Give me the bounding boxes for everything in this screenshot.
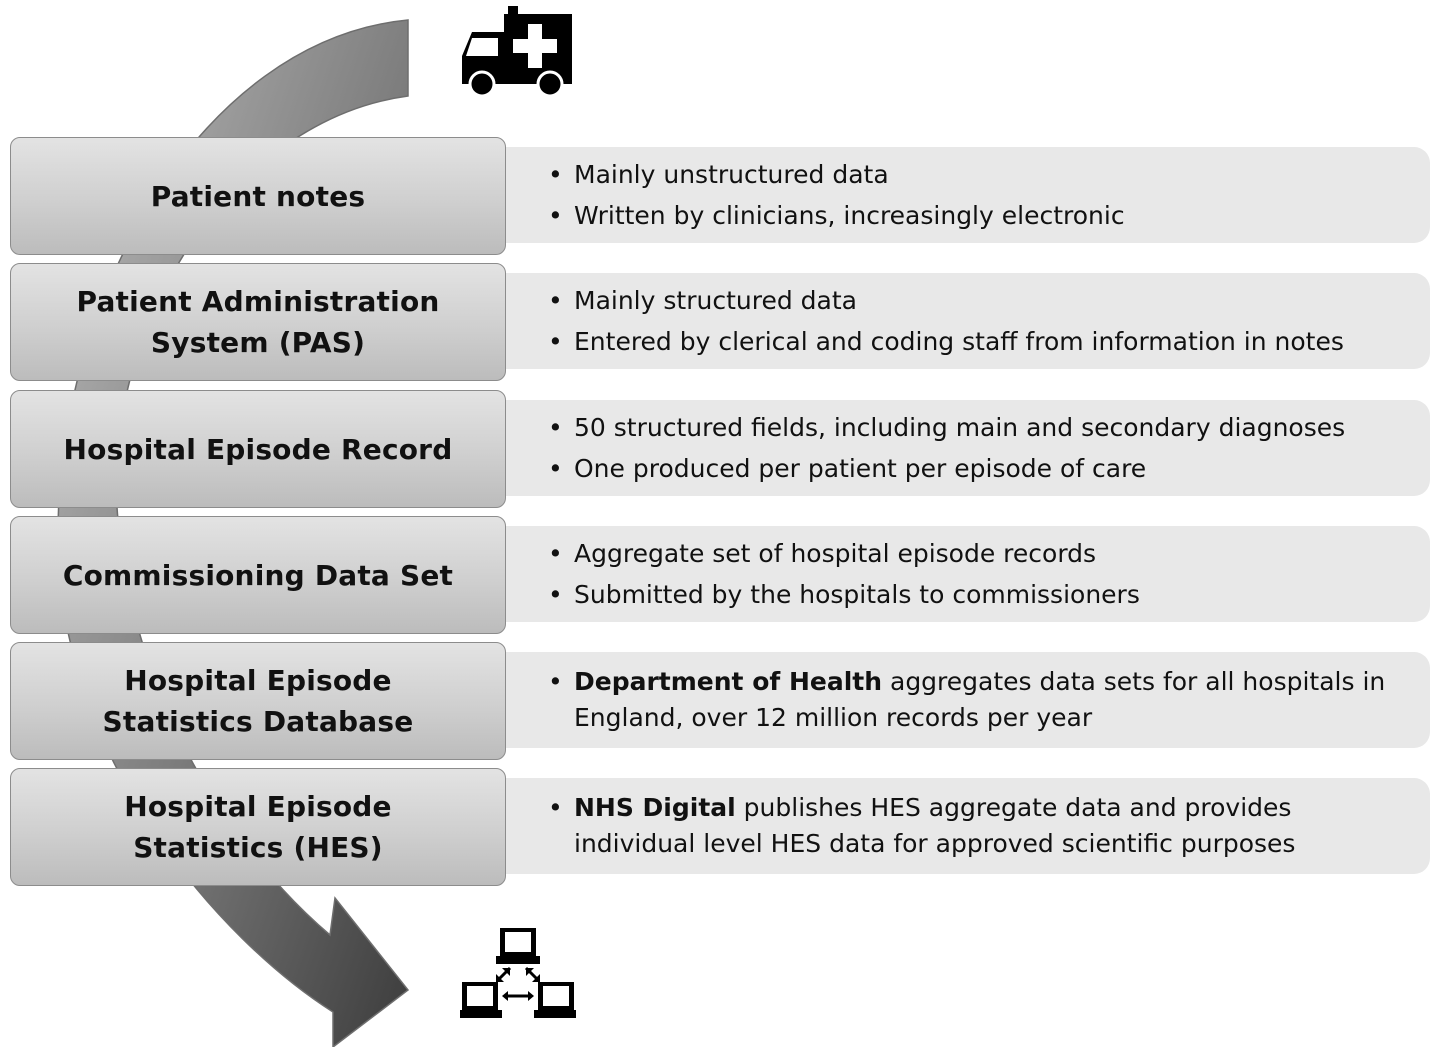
step-patient-administration-system: Patient Administration System (PAS) Main… (0, 263, 1434, 385)
bullet-text: Aggregate set of hospital episode record… (574, 539, 1097, 568)
step-description: Aggregate set of hospital episode record… (506, 526, 1430, 622)
bullet-item: Mainly structured data (548, 280, 1390, 321)
bullet-item: Department of Health aggregates data set… (548, 664, 1390, 736)
step-title-box: Hospital Episode Statistics Database (10, 642, 506, 760)
step-title-box: Hospital Episode Record (10, 390, 506, 508)
bullet-item: Entered by clerical and coding staff fro… (548, 321, 1390, 362)
ambulance-icon (462, 6, 572, 98)
step-hes-database: Hospital Episode Statistics Database Dep… (0, 642, 1434, 764)
bullet-lead-organisation: Department of Health (574, 667, 883, 696)
step-description: Department of Health aggregates data set… (506, 652, 1430, 748)
step-hospital-episode-record: Hospital Episode Record 50 structured fi… (0, 390, 1434, 512)
bullet-text: 50 structured fields, including main and… (574, 413, 1346, 442)
bullet-text: One produced per patient per episode of … (574, 454, 1147, 483)
bullet-lead-organisation: NHS Digital (574, 793, 736, 822)
step-hes: Hospital Episode Statistics (HES) NHS Di… (0, 768, 1434, 890)
step-title: Commissioning Data Set (62, 558, 454, 592)
step-description: 50 structured fields, including main and… (506, 400, 1430, 496)
bullet-text: Written by clinicians, increasingly elec… (574, 201, 1125, 230)
step-title: Hospital Episode Record (63, 432, 453, 466)
step-title: Hospital Episode Statistics (HES) (124, 790, 392, 864)
bullet-item: Mainly unstructured data (548, 154, 1390, 195)
step-title-box: Patient notes (10, 137, 506, 255)
bullet-text: publishes HES aggregate data and provide… (574, 793, 1296, 858)
step-description: Mainly structured data Entered by cleric… (506, 273, 1430, 369)
step-title-box: Hospital Episode Statistics (HES) (10, 768, 506, 886)
step-description: NHS Digital publishes HES aggregate data… (506, 778, 1430, 874)
bullet-text: Entered by clerical and coding staff fro… (574, 327, 1344, 356)
bullet-item: Submitted by the hospitals to commission… (548, 574, 1390, 615)
step-patient-notes: Patient notes Mainly unstructured data W… (0, 137, 1434, 259)
bullet-text: Mainly unstructured data (574, 160, 889, 189)
bullet-text: Submitted by the hospitals to commission… (574, 580, 1140, 609)
bullet-text: Mainly structured data (574, 286, 857, 315)
step-title-box: Commissioning Data Set (10, 516, 506, 634)
step-title: Hospital Episode Statistics Database (102, 664, 414, 738)
bullet-text: aggregates data sets for all hospitals i… (574, 667, 1386, 732)
step-commissioning-data-set: Commissioning Data Set Aggregate set of … (0, 516, 1434, 638)
bullet-item: Written by clinicians, increasingly elec… (548, 195, 1390, 236)
computer-network-icon (460, 928, 576, 1018)
step-description: Mainly unstructured data Written by clin… (506, 147, 1430, 243)
bullet-item: One produced per patient per episode of … (548, 448, 1390, 489)
bullet-item: 50 structured fields, including main and… (548, 407, 1390, 448)
step-title: Patient Administration System (PAS) (76, 285, 440, 359)
bullet-item: NHS Digital publishes HES aggregate data… (548, 790, 1390, 862)
step-title: Patient notes (150, 179, 366, 213)
step-title-box: Patient Administration System (PAS) (10, 263, 506, 381)
bullet-item: Aggregate set of hospital episode record… (548, 533, 1390, 574)
